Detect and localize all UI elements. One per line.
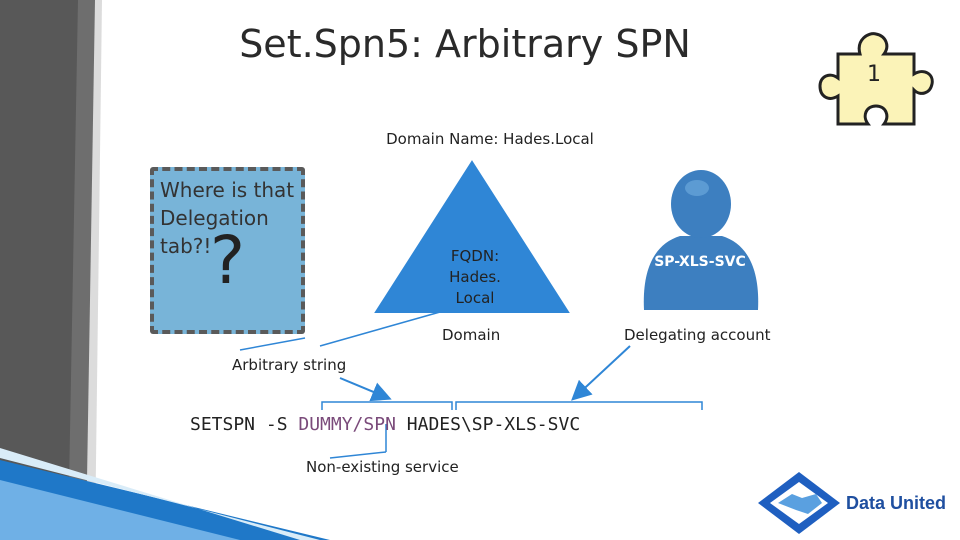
slide-title: Set.Spn5: Arbitrary SPN <box>239 22 691 66</box>
user-account-icon <box>640 160 762 314</box>
fqdn-line-3: Local <box>455 289 495 307</box>
left-decoration <box>0 0 102 540</box>
command-spn: DUMMY/SPN <box>298 414 396 435</box>
note-text: Where is that Delegation tab?! <box>160 178 295 258</box>
domain-triangle <box>374 160 570 313</box>
command-account: HADES\SP-XLS-SVC <box>406 414 581 435</box>
account-name: SP-XLS-SVC <box>654 254 746 270</box>
domain-name-label: Domain Name: Hades.Local <box>386 130 594 148</box>
bottom-left-decoration <box>0 448 330 540</box>
puzzle-number: 1 <box>867 62 881 87</box>
fqdn-line-1: FQDN: <box>450 247 500 265</box>
puzzle-piece-icon <box>818 32 934 126</box>
company-logo-text: Data United <box>846 493 947 513</box>
note-box <box>150 167 305 334</box>
domain-caption: Domain <box>442 326 501 344</box>
arbitrary-string-label: Arbitrary string <box>232 356 347 374</box>
command-space <box>396 414 407 435</box>
delegating-account-caption: Delegating account <box>624 326 771 344</box>
fqdn-line-2: Hades. <box>449 268 501 286</box>
question-mark: ? <box>210 222 246 299</box>
fqdn-text: FQDN: Hades. Local <box>420 246 530 309</box>
command-prefix: SETSPN -S <box>190 414 299 435</box>
setspn-command: SETSPN -S DUMMY/SPN HADES\SP-XLS-SVC <box>190 414 580 435</box>
handshake-logo-icon <box>758 472 840 534</box>
non-existing-service-label: Non-existing service <box>306 458 459 476</box>
